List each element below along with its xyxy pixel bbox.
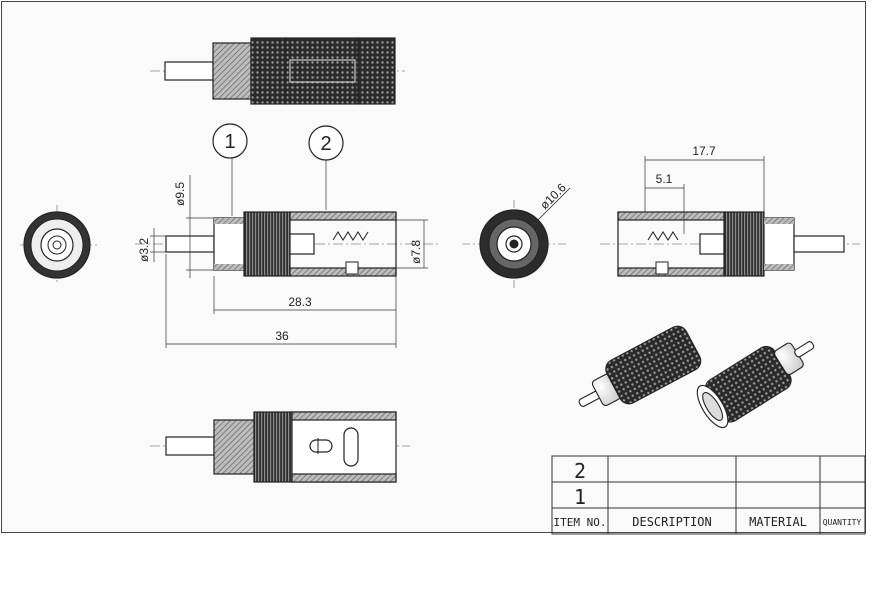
title-block — [551, 455, 866, 535]
dim-dia-3-2: ø3.2 — [137, 238, 151, 262]
dim-len-5-1: 5.1 — [656, 172, 673, 186]
right-dimension-lines — [644, 156, 765, 234]
callout-label-1: 1 — [224, 131, 235, 153]
dim-len-28-3: 28.3 — [288, 295, 312, 309]
dim-len-36: 36 — [275, 329, 289, 343]
front-dimension-lines — [150, 156, 428, 348]
callout-bubble-2 — [308, 125, 344, 161]
right-section-view — [600, 211, 860, 277]
drawing-border — [1, 1, 866, 533]
top-view — [150, 37, 405, 105]
dim-dia-7-8: ø7.8 — [409, 240, 423, 264]
header-description: DESCRIPTION — [632, 515, 711, 529]
header-quantity: QUANTITY — [823, 518, 862, 527]
left-end-view — [20, 205, 100, 285]
isometric-view-right — [696, 341, 815, 429]
right-end-view — [462, 187, 571, 288]
title-block-row-1: 1 — [574, 485, 586, 509]
dim-dia-9-5: ø9.5 — [173, 182, 187, 206]
title-block-row-2: 2 — [574, 459, 586, 483]
callout-label-2: 2 — [320, 133, 331, 155]
callout-bubble-1 — [212, 123, 248, 159]
dim-len-17-7: 17.7 — [692, 144, 716, 158]
isometric-view-left — [578, 325, 702, 407]
header-material: MATERIAL — [749, 515, 807, 529]
bottom-view — [150, 411, 410, 483]
header-item-no: ITEM NO. — [554, 516, 607, 529]
front-section-view — [135, 211, 440, 277]
